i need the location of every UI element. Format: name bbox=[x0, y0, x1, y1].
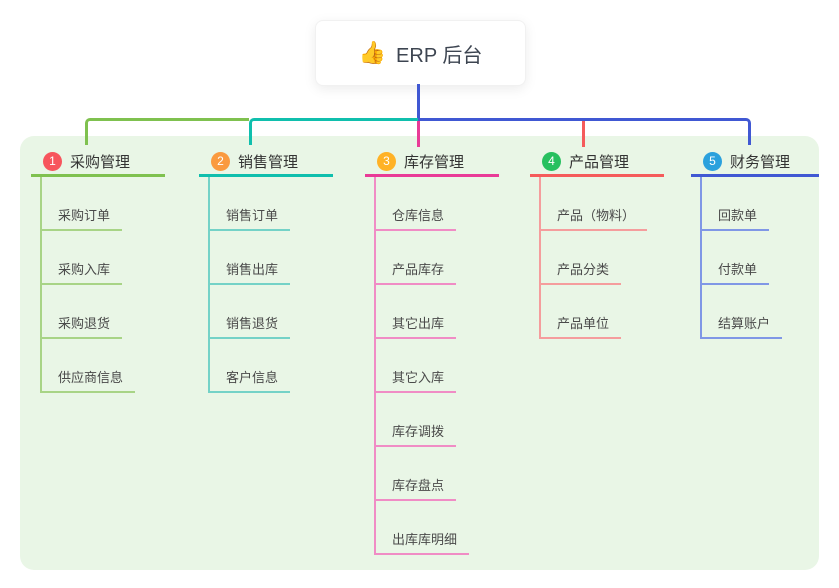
child-label: 结算账户 bbox=[702, 313, 783, 339]
connector-root-stem bbox=[417, 84, 420, 121]
child-label: 销售订单 bbox=[210, 205, 291, 231]
branch-header-purchase[interactable]: 1 采购管理 bbox=[31, 148, 165, 177]
child-label: 其它入库 bbox=[376, 367, 457, 393]
connector-drop-product bbox=[582, 121, 585, 147]
child-label: 产品库存 bbox=[376, 259, 457, 285]
child-label: 销售出库 bbox=[210, 259, 291, 285]
child-label: 付款单 bbox=[702, 259, 770, 285]
mindmap-child-node[interactable]: 采购入库 bbox=[42, 231, 165, 285]
child-label: 其它出库 bbox=[376, 313, 457, 339]
branch-header-finance[interactable]: 5 财务管理 bbox=[691, 148, 819, 177]
mindmap-child-node[interactable]: 出库库明细 bbox=[376, 501, 499, 555]
mindmap-child-node[interactable]: 付款单 bbox=[702, 231, 819, 285]
child-label: 客户信息 bbox=[210, 367, 291, 393]
branch-children: 回款单 付款单 结算账户 bbox=[700, 177, 819, 339]
mindmap-child-node[interactable]: 采购退货 bbox=[42, 285, 165, 339]
branch-number-badge: 1 bbox=[43, 151, 62, 171]
mindmap-child-node[interactable]: 其它入库 bbox=[376, 339, 499, 393]
branch-header-sales[interactable]: 2 销售管理 bbox=[199, 148, 333, 177]
child-label: 采购入库 bbox=[42, 259, 123, 285]
root-title: ERP 后台 bbox=[396, 44, 483, 67]
connector-bus-sales bbox=[249, 118, 418, 145]
mindmap-child-node[interactable]: 回款单 bbox=[702, 177, 819, 231]
branch-number-badge: 2 bbox=[211, 151, 230, 171]
child-label: 回款单 bbox=[702, 205, 770, 231]
branch-children: 采购订单 采购入库 采购退货 供应商信息 bbox=[40, 177, 165, 393]
branch-header-product[interactable]: 4 产品管理 bbox=[530, 148, 664, 177]
mindmap-child-node[interactable]: 仓库信息 bbox=[376, 177, 499, 231]
branch-header-inventory[interactable]: 3 库存管理 bbox=[365, 148, 499, 177]
root-node[interactable]: 👍 ERP 后台 bbox=[315, 20, 526, 86]
child-label: 产品单位 bbox=[541, 313, 622, 339]
child-label: 库存盘点 bbox=[376, 475, 457, 501]
branch-sales: 2 销售管理 销售订单 销售出库 销售退货 客户信息 bbox=[199, 148, 333, 393]
mindmap-child-node[interactable]: 其它出库 bbox=[376, 285, 499, 339]
child-label: 产品（物料） bbox=[541, 205, 648, 231]
mindmap-child-node[interactable]: 结算账户 bbox=[702, 285, 819, 339]
mindmap-child-node[interactable]: 产品（物料） bbox=[541, 177, 664, 231]
mindmap-child-node[interactable]: 库存盘点 bbox=[376, 447, 499, 501]
child-label: 供应商信息 bbox=[42, 367, 136, 393]
branch-title: 财务管理 bbox=[730, 153, 791, 171]
mindmap-child-node[interactable]: 库存调拨 bbox=[376, 393, 499, 447]
branch-product: 4 产品管理 产品（物料） 产品分类 产品单位 bbox=[530, 148, 664, 339]
mindmap-child-node[interactable]: 产品分类 bbox=[541, 231, 664, 285]
mindmap-child-node[interactable]: 产品库存 bbox=[376, 231, 499, 285]
child-label: 库存调拨 bbox=[376, 421, 457, 447]
child-label: 销售退货 bbox=[210, 313, 291, 339]
branch-title: 销售管理 bbox=[238, 153, 299, 171]
connector-bus-finance bbox=[418, 118, 751, 145]
connector-bus-purchase bbox=[85, 118, 249, 145]
branch-title: 采购管理 bbox=[70, 153, 131, 171]
mindmap-child-node[interactable]: 销售出库 bbox=[210, 231, 333, 285]
branch-title: 库存管理 bbox=[404, 153, 465, 171]
branch-inventory: 3 库存管理 仓库信息 产品库存 其它出库 其它入库 库存调拨 库存盘点 出库库… bbox=[365, 148, 499, 555]
child-label: 产品分类 bbox=[541, 259, 622, 285]
branch-children: 仓库信息 产品库存 其它出库 其它入库 库存调拨 库存盘点 出库库明细 bbox=[374, 177, 499, 555]
mindmap-child-node[interactable]: 销售退货 bbox=[210, 285, 333, 339]
child-label: 仓库信息 bbox=[376, 205, 457, 231]
branch-panel bbox=[20, 136, 819, 570]
mindmap-child-node[interactable]: 客户信息 bbox=[210, 339, 333, 393]
branch-purchase: 1 采购管理 采购订单 采购入库 采购退货 供应商信息 bbox=[31, 148, 165, 393]
mindmap-child-node[interactable]: 产品单位 bbox=[541, 285, 664, 339]
branch-number-badge: 3 bbox=[377, 151, 396, 171]
child-label: 采购订单 bbox=[42, 205, 123, 231]
branch-finance: 5 财务管理 回款单 付款单 结算账户 bbox=[691, 148, 819, 339]
child-label: 出库库明细 bbox=[376, 529, 470, 555]
mindmap-child-node[interactable]: 采购订单 bbox=[42, 177, 165, 231]
branch-children: 产品（物料） 产品分类 产品单位 bbox=[539, 177, 664, 339]
child-label: 采购退货 bbox=[42, 313, 123, 339]
branch-children: 销售订单 销售出库 销售退货 客户信息 bbox=[208, 177, 333, 393]
branch-number-badge: 4 bbox=[542, 151, 561, 171]
branch-title: 产品管理 bbox=[569, 153, 630, 171]
mindmap-child-node[interactable]: 供应商信息 bbox=[42, 339, 165, 393]
mindmap-child-node[interactable]: 销售订单 bbox=[210, 177, 333, 231]
branch-number-badge: 5 bbox=[703, 151, 722, 171]
thumbs-up-icon: 👍 bbox=[358, 40, 387, 65]
connector-drop-inventory bbox=[417, 121, 420, 147]
